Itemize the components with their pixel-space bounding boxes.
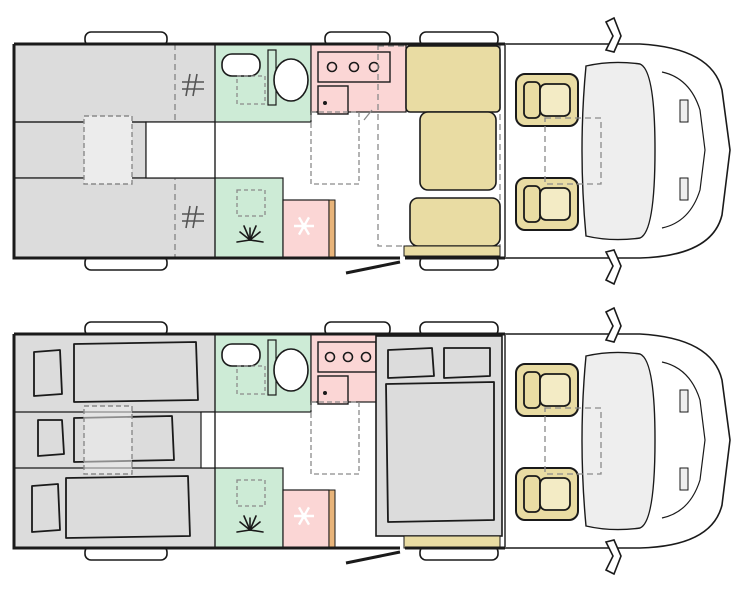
kitchen-sink [317,85,349,115]
pillow [31,483,61,533]
entrance-door [345,550,401,565]
rear-bed-bottom [14,178,215,258]
fridge [282,489,330,549]
passenger-seat [515,177,579,231]
bench-front [409,197,501,247]
mirror-icon [604,539,622,576]
rear-ladder-box [83,115,133,185]
pillow [387,347,435,379]
shower [214,467,284,549]
rear-ladder-box [83,405,133,475]
bath-sink [221,53,261,77]
dashboard [581,351,656,531]
shower-icon [236,515,264,533]
kitchen-sink [317,375,349,405]
mirror-icon [604,16,622,53]
bath-sink [221,343,261,367]
bench-back [405,45,501,113]
shower [214,177,284,259]
dinette-table [419,111,497,191]
pillow [37,419,65,457]
grille-icon [182,205,204,229]
night-layout [12,306,731,576]
day-layout [12,16,731,286]
rear-bed-top [14,44,215,122]
entrance-door [345,260,401,275]
toilet [273,58,309,102]
pillow [33,349,63,397]
pillow [443,347,491,379]
shower-icon [236,225,264,243]
dashboard [581,61,656,241]
passenger-seat [515,467,579,521]
mirror-icon [604,306,622,343]
grille-icon [182,73,204,97]
mirror-icon [604,249,622,286]
toilet [273,348,309,392]
mattress [73,341,199,403]
mattress [385,381,495,523]
mattress [65,475,191,539]
